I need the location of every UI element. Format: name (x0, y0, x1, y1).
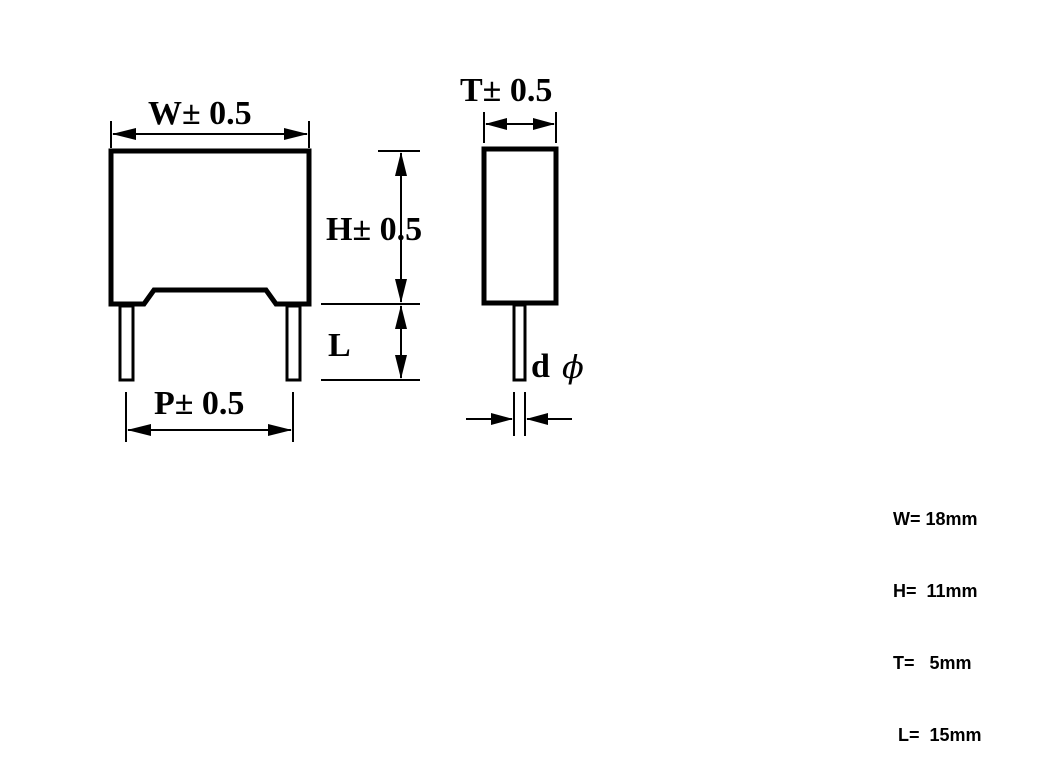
width-dimension: W± 0.5 (110, 95, 310, 148)
height-dimension: H± 0.5 (321, 150, 422, 305)
thickness-dimension: T± 0.5 (460, 72, 557, 143)
thickness-label: T± 0.5 (460, 72, 552, 109)
lead-diameter-label: d (531, 348, 550, 385)
side-view-body (481, 146, 559, 306)
spec-height: H= 11mm (893, 581, 978, 601)
front-view: W± 0.5 P± 0.5 (108, 95, 312, 442)
phi-symbol: ϕ (562, 348, 584, 386)
side-view-lead (512, 303, 527, 382)
lead-diameter-dimension: d ϕ (466, 348, 584, 436)
spec-lead-length: L= 15mm (893, 725, 982, 745)
spec-thickness: T= 5mm (893, 653, 972, 673)
spec-width: W= 18mm (893, 509, 978, 529)
height-label: H± 0.5 (326, 211, 422, 248)
pitch-label: P± 0.5 (154, 385, 244, 422)
front-view-body (108, 148, 312, 307)
lead-length-label: L (328, 327, 351, 364)
side-view: T± 0.5 d ϕ (460, 72, 584, 436)
dimension-specs: W= 18mm H= 11mm T= 5mm L= 15mm (893, 459, 982, 771)
front-view-lead-right (285, 304, 302, 382)
lead-length-dimension: L (321, 305, 420, 381)
front-view-lead-left (118, 304, 135, 382)
capacitor-dimension-diagram: W± 0.5 P± 0.5 H± 0.5 L (108, 72, 584, 442)
pitch-dimension: P± 0.5 (125, 385, 294, 442)
width-label: W± 0.5 (148, 95, 252, 132)
